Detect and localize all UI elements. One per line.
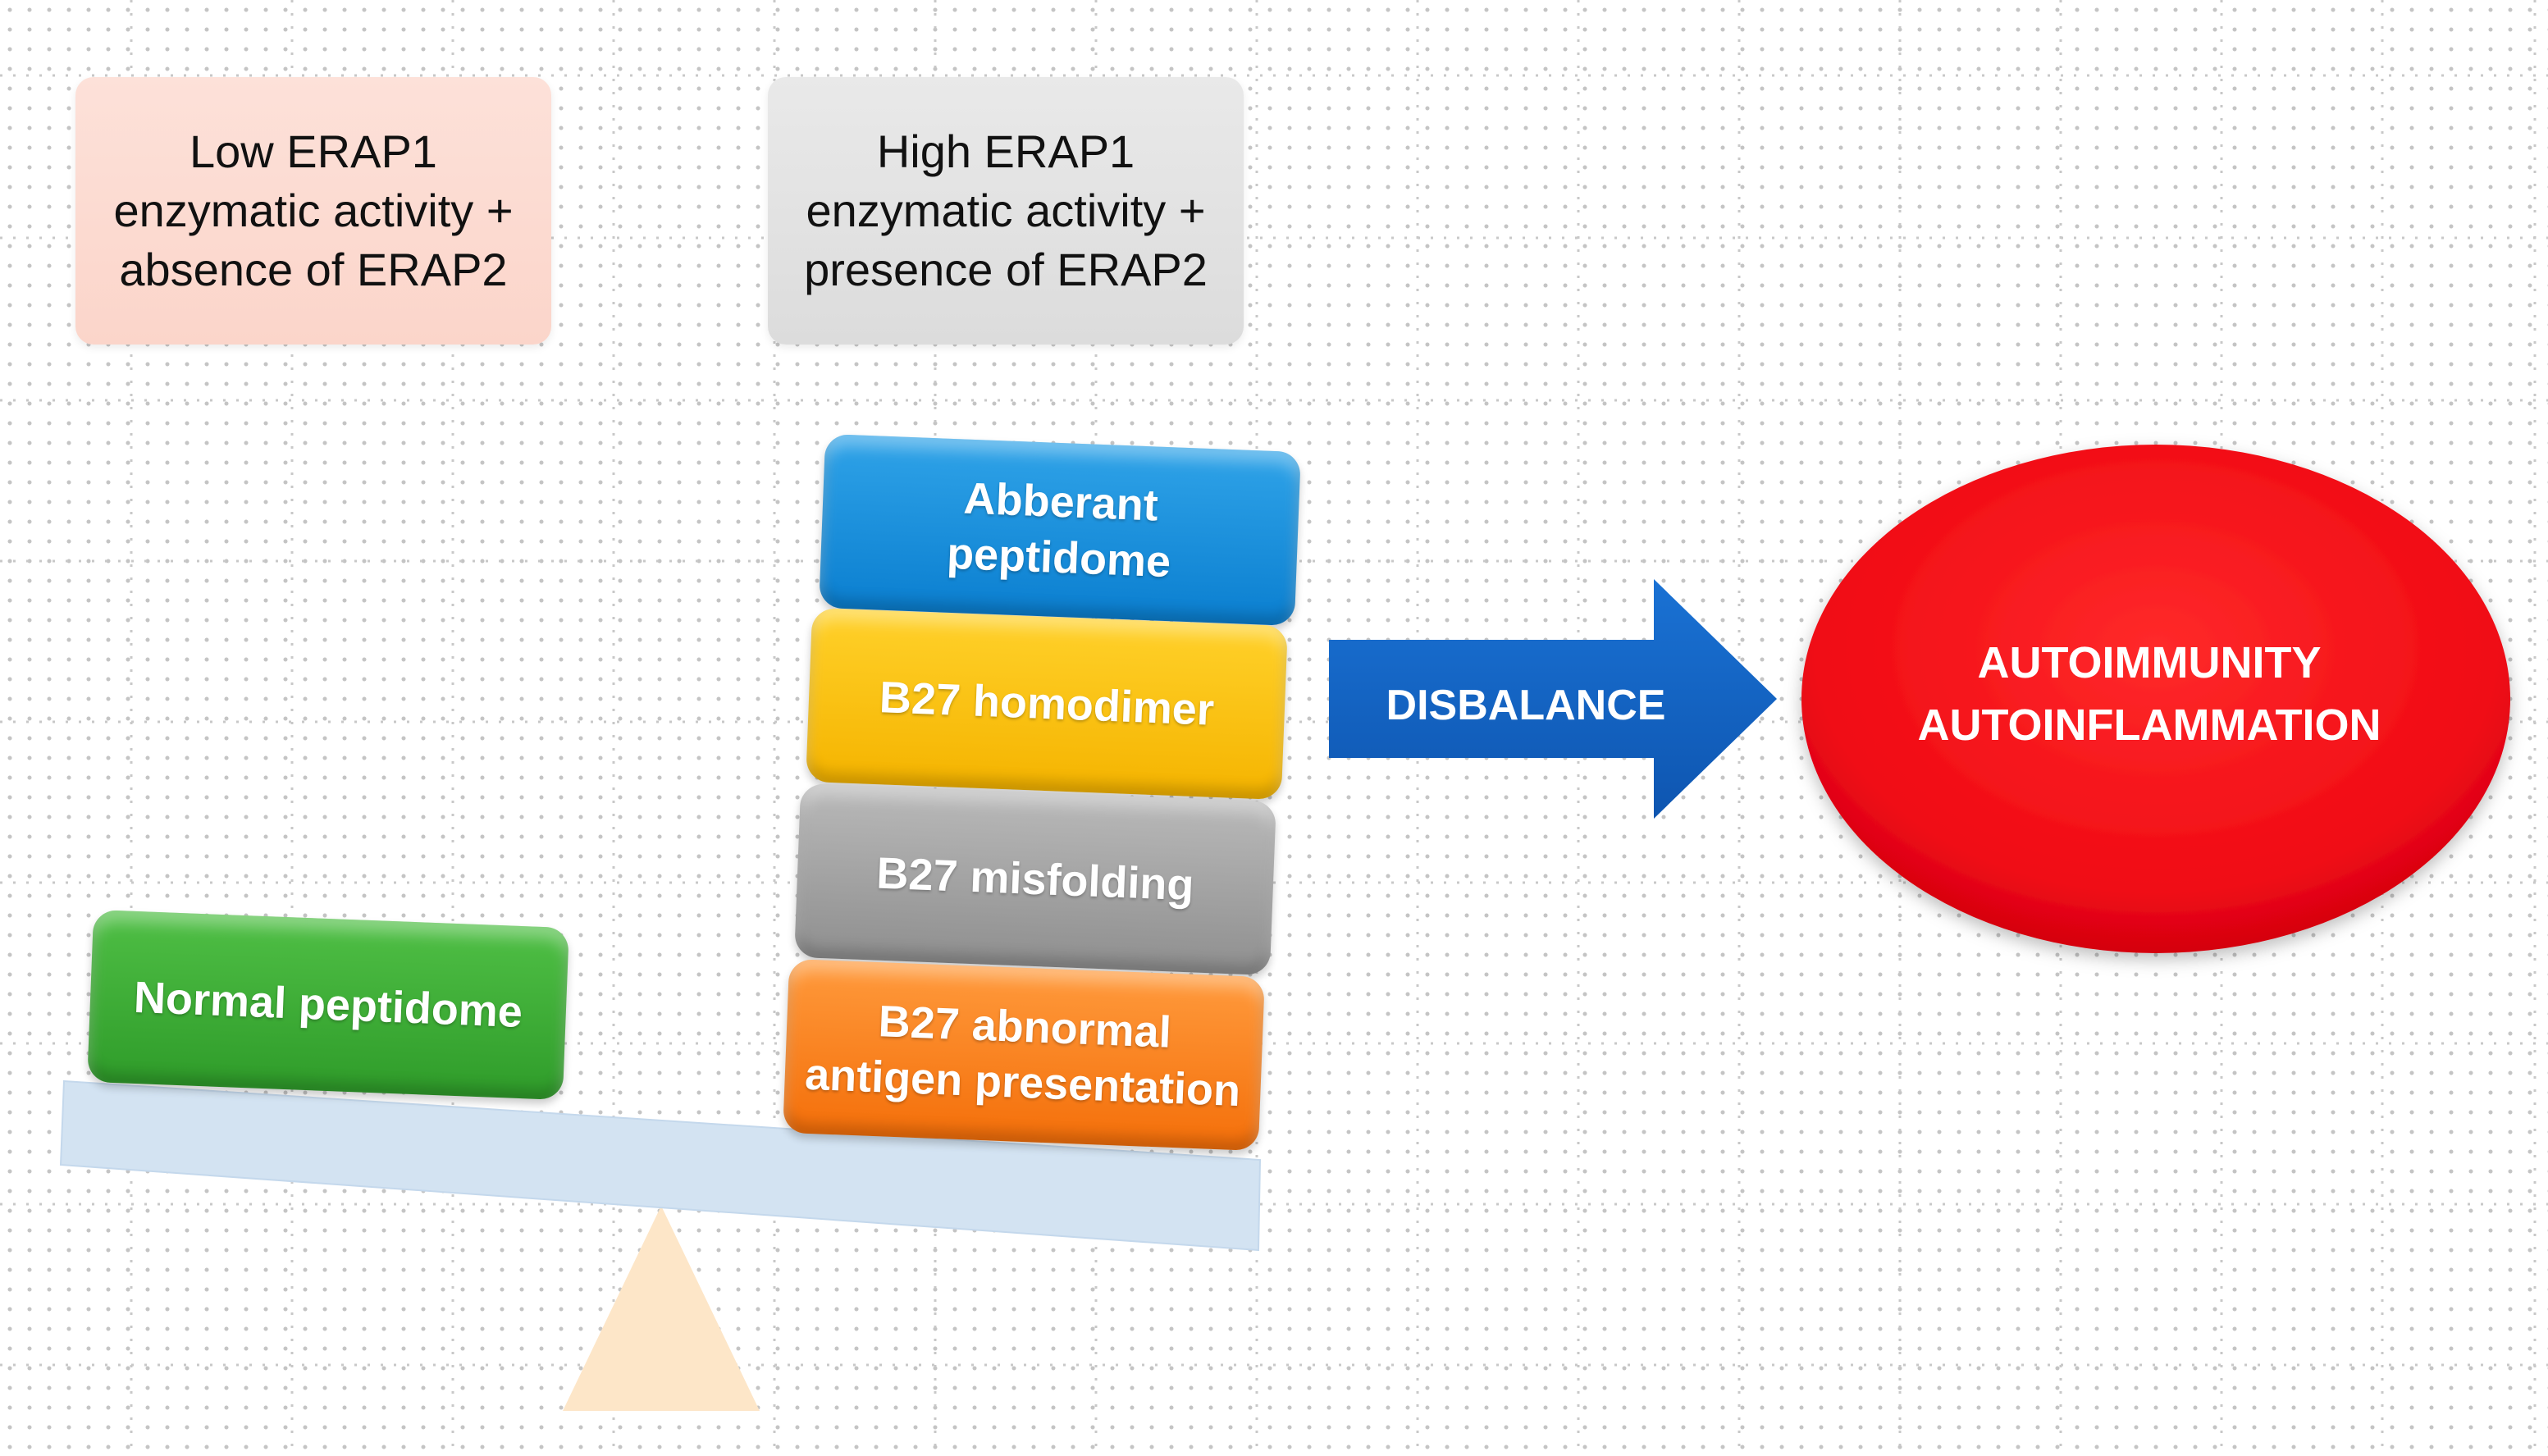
b27-misfolding-label: B27 misfolding — [875, 848, 1195, 911]
low-erap1-condition-box: Low ERAP1 enzymatic activity + absence o… — [75, 77, 551, 345]
low-erap1-condition-text: Low ERAP1 enzymatic activity + absence o… — [113, 126, 514, 295]
high-erap1-condition-box: High ERAP1 enzymatic activity + presence… — [768, 77, 1244, 345]
b27-abnormal-antigen-presentation-block: B27 abnormal antigen presentation — [783, 958, 1265, 1152]
b27-abnormal-antigen-presentation-label: B27 abnormal antigen presentation — [804, 997, 1242, 1116]
autoimmunity-label: AUTOIMMUNITY — [1977, 638, 2322, 687]
outcome-label: AUTOIMMUNITY AUTOINFLAMMATION — [1805, 632, 2494, 756]
high-erap1-condition-text: High ERAP1 enzymatic activity + presence… — [804, 126, 1208, 295]
b27-homodimer-block: B27 homodimer — [806, 607, 1288, 801]
outcome-ellipse — [1801, 445, 2510, 953]
b27-misfolding-block: B27 misfolding — [794, 783, 1276, 976]
fulcrum-triangle — [563, 1206, 760, 1411]
b27-homodimer-label: B27 homodimer — [878, 673, 1216, 735]
disbalance-arrow — [1329, 579, 1777, 819]
aberrant-peptidome-block: Abberant peptidome — [819, 433, 1301, 627]
normal-peptidome-block: Normal peptidome — [87, 909, 569, 1101]
autoinflammation-label: AUTOINFLAMMATION — [1917, 701, 2381, 750]
disbalance-label: DISBALANCE — [1386, 682, 1666, 729]
normal-peptidome-label: Normal peptidome — [132, 972, 524, 1038]
aberrant-peptidome-label: Abberant peptidome — [946, 473, 1172, 587]
